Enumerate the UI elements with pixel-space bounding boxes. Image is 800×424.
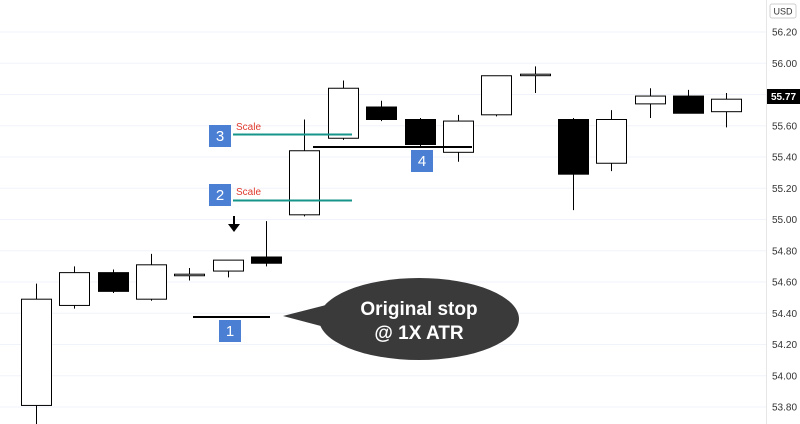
marker-2-label: 2 <box>216 187 224 204</box>
candle <box>443 114 474 162</box>
candle-body-up <box>520 73 551 77</box>
candle <box>520 66 551 93</box>
scale-label-3: Scale <box>236 122 261 133</box>
candle-body-up <box>328 87 359 139</box>
candle-body-up <box>174 273 205 277</box>
callout-line-2: @ 1X ATR <box>374 323 464 344</box>
candle-body-up <box>481 75 512 116</box>
y-tick-label: 55.40 <box>772 153 797 164</box>
marker-1: 1 <box>219 320 241 342</box>
candle <box>136 253 167 301</box>
candle-body-down <box>673 95 704 114</box>
candle-body-down <box>558 119 589 175</box>
y-tick-label: 54.60 <box>772 278 797 289</box>
candle-body-down <box>98 272 129 292</box>
candle-body-up <box>635 95 666 105</box>
y-tick-label: 56.20 <box>772 28 797 39</box>
candle-body-up <box>21 298 52 406</box>
candle <box>366 100 397 122</box>
candle-body-down <box>405 119 436 145</box>
callout-line-1: Original stop <box>360 299 477 320</box>
down-arrow-icon <box>228 216 240 232</box>
marker-1-label: 1 <box>226 323 234 340</box>
candle-body-down <box>366 106 397 120</box>
marker-2: 2 <box>209 184 231 206</box>
y-tick-label: 53.80 <box>772 403 797 414</box>
candle <box>98 269 129 293</box>
candle <box>251 221 282 267</box>
marker-4: 4 <box>411 150 433 172</box>
candle <box>174 267 205 281</box>
candle <box>635 88 666 118</box>
candle-body-up <box>213 259 244 272</box>
y-tick-label: 55.00 <box>772 215 797 226</box>
candle <box>213 259 244 278</box>
y-tick-label: 54.20 <box>772 340 797 351</box>
candle-body-up <box>136 264 167 300</box>
candle <box>21 283 52 424</box>
y-tick-label: 55.60 <box>772 121 797 132</box>
y-tick-label: 56.00 <box>772 59 797 70</box>
candle <box>59 266 90 309</box>
callout-bubble: Original stop @ 1X ATR <box>283 278 519 360</box>
candle <box>558 117 589 211</box>
marker-3: 3 <box>209 125 231 147</box>
candle <box>481 75 512 117</box>
candle <box>596 110 627 172</box>
candle-body-up <box>711 98 742 113</box>
candle <box>328 80 359 140</box>
candle-body-up <box>59 272 90 306</box>
currency-label: USD <box>773 7 793 17</box>
last-price-tag: 55.77 <box>767 89 800 104</box>
y-tick-label: 54.00 <box>772 371 797 382</box>
candle <box>711 92 742 128</box>
candle <box>405 117 436 148</box>
candle-body-up <box>289 150 320 216</box>
marker-3-label: 3 <box>216 128 224 145</box>
currency-badge: USD <box>769 3 797 19</box>
candle <box>673 89 704 114</box>
y-tick-label: 55.20 <box>772 184 797 195</box>
price-axis: 56.2056.0055.8055.6055.4055.2055.0054.80… <box>766 0 797 424</box>
candle-body-up <box>596 119 627 164</box>
y-tick-label: 54.80 <box>772 246 797 257</box>
candle <box>289 119 320 217</box>
y-tick-label: 54.40 <box>772 309 797 320</box>
scale-label-2: Scale <box>236 187 261 198</box>
marker-4-label: 4 <box>418 153 426 170</box>
grid-lines <box>0 31 766 408</box>
candles <box>21 66 742 424</box>
candle-body-down <box>251 256 282 264</box>
last-price-label: 55.77 <box>771 92 796 103</box>
